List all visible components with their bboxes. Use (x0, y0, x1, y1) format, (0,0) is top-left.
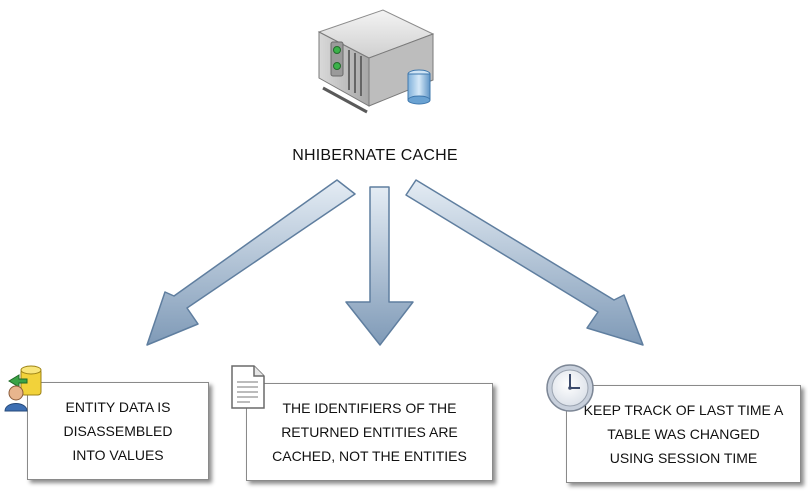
arrow-left (146, 179, 356, 346)
arrow-right (405, 179, 644, 346)
user-database-icon (4, 365, 42, 412)
box-keep-track: KEEP TRACK OF LAST TIME A TABLE WAS CHAN… (566, 385, 801, 483)
server-icon (317, 9, 435, 114)
document-icon (231, 365, 265, 409)
box-entity-data-text: ENTITY DATA IS DISASSEMBLED INTO VALUES (63, 399, 173, 463)
clock-icon (546, 364, 594, 412)
box-identifiers: THE IDENTIFIERS OF THE RETURNED ENTITIES… (246, 383, 493, 481)
box-keep-track-text: KEEP TRACK OF LAST TIME A TABLE WAS CHAN… (583, 402, 784, 466)
box-entity-data: ENTITY DATA IS DISASSEMBLED INTO VALUES (27, 382, 209, 480)
box-identifiers-text: THE IDENTIFIERS OF THE RETURNED ENTITIES… (272, 400, 467, 464)
diagram-title: NHIBERNATE CACHE (292, 147, 458, 164)
arrow-middle (345, 186, 414, 346)
